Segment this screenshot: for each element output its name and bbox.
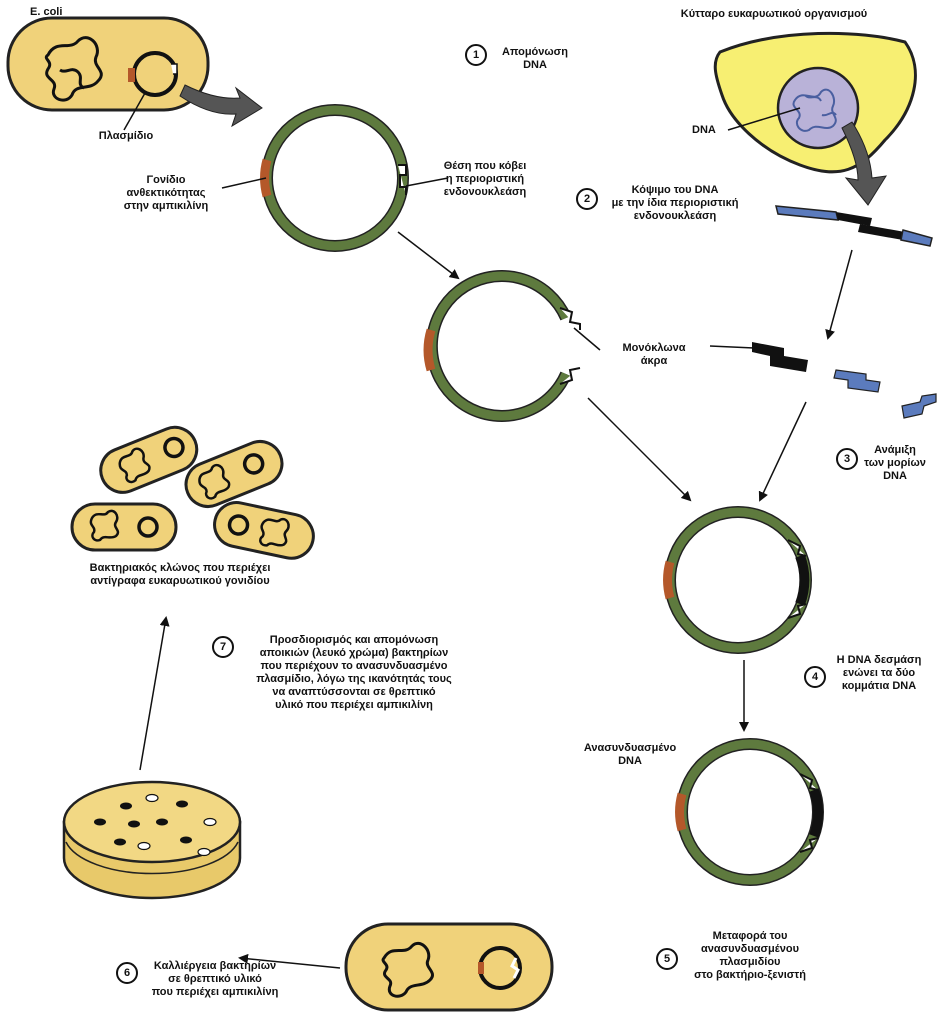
eukaryotic-dna-fragment	[776, 206, 932, 246]
host-bacterium	[346, 924, 552, 1010]
gene-pointer-line	[222, 178, 266, 188]
clone-bacterium-4	[210, 499, 317, 563]
ecoli-label: E. coli	[30, 6, 62, 19]
arrow-plate-to-clone	[140, 618, 166, 770]
arrow-dna-down	[828, 250, 852, 338]
dna-fragment-blue-2	[902, 394, 936, 418]
eukaryotic-cell	[715, 33, 915, 172]
sticky-ends-label: Μονόκλωνα άκρα	[604, 342, 704, 368]
isolated-plasmid	[265, 110, 406, 246]
step-7-text: Προσδιορισμός και απομόνωση αποικιών (λε…	[234, 634, 474, 712]
black-insert-pointer	[710, 346, 754, 348]
recombinant-plasmid	[680, 744, 818, 880]
eukaryotic-cell-label: Κύτταρο ευκαρυωτικού οργανισμού	[624, 8, 924, 21]
bacterial-clone-label: Βακτηριακός κλώνος που περιέχει αντίγραφ…	[50, 562, 310, 588]
dna-label: DNA	[692, 124, 716, 137]
dna-insert-black	[752, 342, 808, 372]
recombinant-dna-label: Ανασυνδυασμένο DNA	[570, 742, 690, 768]
gene-resistance-label: Γονίδιο ανθεκτικότητας στην αμπικιλίνη	[110, 174, 222, 213]
step-6-text: Καλλιέργεια βακτηρίων σε θρεπτικό υλικό …	[140, 960, 290, 999]
dna-fragment-blue-1	[834, 370, 880, 392]
curved-arrow-ecoli	[180, 85, 262, 126]
step-2-number: 2	[576, 188, 598, 210]
step-3-number: 3	[836, 448, 858, 470]
step-1-number: 1	[465, 44, 487, 66]
clone-bacterium-3	[72, 504, 176, 550]
ecoli-bacterium	[8, 18, 208, 110]
ligated-plasmid	[668, 512, 806, 648]
step-4-text: Η DNA δεσμάση ενώνει τα δύο κομμάτια DNA	[826, 654, 932, 693]
step-4-number: 4	[804, 666, 826, 688]
step-1-text: Απομόνωση DNA	[490, 46, 580, 72]
arrow-plasmid-to-cut	[398, 232, 458, 278]
step-5-text: Μεταφορά του ανασυνδυασμένου πλασμιδίου …	[680, 930, 820, 982]
step-5-number: 5	[656, 948, 678, 970]
step-6-number: 6	[116, 962, 138, 984]
plasmid-label: Πλασμίδιο	[76, 130, 176, 143]
arrow-fragment-to-mix	[760, 402, 806, 500]
cut-plasmid	[428, 276, 580, 416]
step-3-text: Ανάμιξη των μορίων DNA	[860, 444, 930, 483]
cut-site-label: Θέση που κόβει η περιοριστική ενδονουκλε…	[420, 160, 550, 199]
sticky-end-pointer-line	[574, 328, 600, 350]
arrow-cut-to-mix	[588, 398, 690, 500]
step-2-text: Κόψιμο του DNA με την ίδια περιοριστική …	[600, 184, 750, 223]
petri-dish	[64, 782, 240, 898]
step-7-number: 7	[212, 636, 234, 658]
